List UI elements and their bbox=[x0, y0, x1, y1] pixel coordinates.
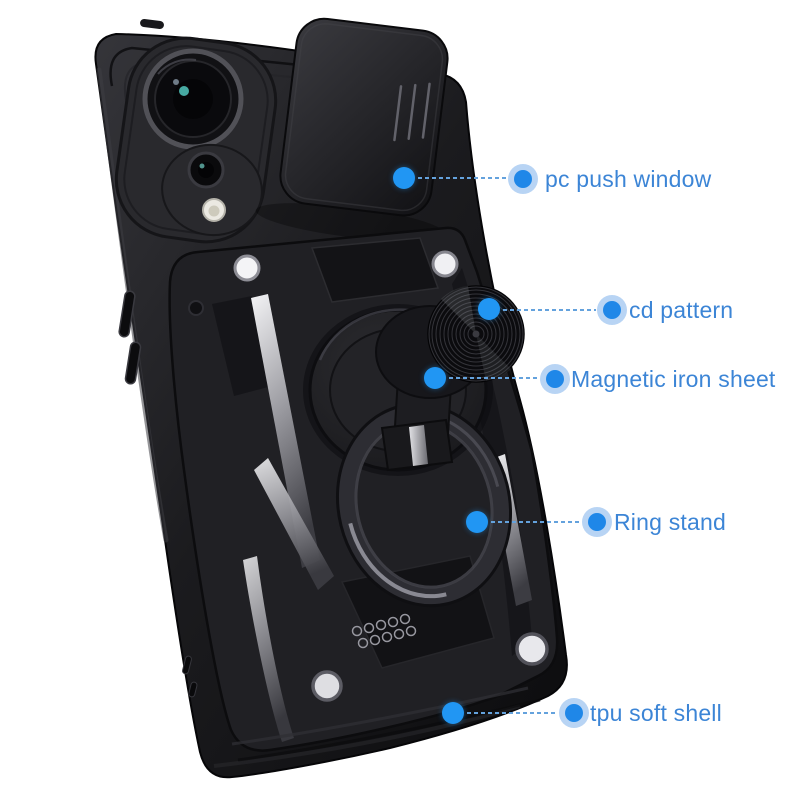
metal-accent bbox=[243, 556, 294, 742]
callout-leader-line bbox=[467, 712, 558, 714]
callout-target-dot-icon bbox=[424, 367, 446, 389]
screw-hole bbox=[311, 670, 343, 702]
callout-label: cd pattern bbox=[629, 297, 734, 323]
callout-label-dot-icon bbox=[514, 170, 532, 188]
plate-hole bbox=[188, 300, 204, 316]
callout-label: Ring stand bbox=[614, 509, 726, 535]
power-button bbox=[124, 341, 142, 385]
callout-label: pc push window bbox=[545, 166, 712, 192]
callout-leader-line bbox=[418, 177, 507, 179]
callout-label-dot-icon bbox=[546, 370, 564, 388]
port-slot bbox=[188, 681, 198, 698]
screw-hole bbox=[515, 632, 549, 666]
camera-lens-secondary bbox=[187, 151, 225, 189]
cover-shadow bbox=[255, 203, 445, 241]
callout-leader-line bbox=[449, 377, 539, 379]
volume-button bbox=[118, 290, 136, 338]
callout-label-dot-icon bbox=[565, 704, 583, 722]
callout-label: Magnetic iron sheet bbox=[571, 366, 776, 392]
screw-hole bbox=[431, 250, 459, 278]
callout-leader-line bbox=[503, 309, 596, 311]
bottom-ridge bbox=[231, 686, 529, 746]
slide-cover bbox=[279, 17, 449, 217]
secondary-camera-bezel bbox=[161, 143, 263, 237]
camera-lens-main bbox=[142, 48, 244, 150]
top-edge-slot bbox=[140, 19, 164, 29]
honeycomb-pattern bbox=[351, 613, 417, 649]
hinge-pin bbox=[409, 425, 428, 466]
callout-label-dot-icon bbox=[603, 301, 621, 319]
callout-target-dot-icon bbox=[466, 511, 488, 533]
port-slot bbox=[182, 655, 192, 675]
grip-lines-icon bbox=[393, 82, 431, 142]
callout-target-dot-icon bbox=[442, 702, 464, 724]
cd-pattern-disc bbox=[427, 285, 525, 383]
callout-target-dot-icon bbox=[478, 298, 500, 320]
callout-label-dot-icon bbox=[588, 513, 606, 531]
callout-leader-line bbox=[491, 521, 581, 523]
metal-accent bbox=[254, 458, 334, 590]
flash bbox=[202, 198, 226, 222]
callout-label: tpu soft shell bbox=[590, 700, 722, 726]
bottom-ridge bbox=[237, 698, 541, 762]
screw-hole bbox=[233, 254, 261, 282]
metal-accent bbox=[251, 294, 320, 568]
callout-target-dot-icon bbox=[393, 167, 415, 189]
